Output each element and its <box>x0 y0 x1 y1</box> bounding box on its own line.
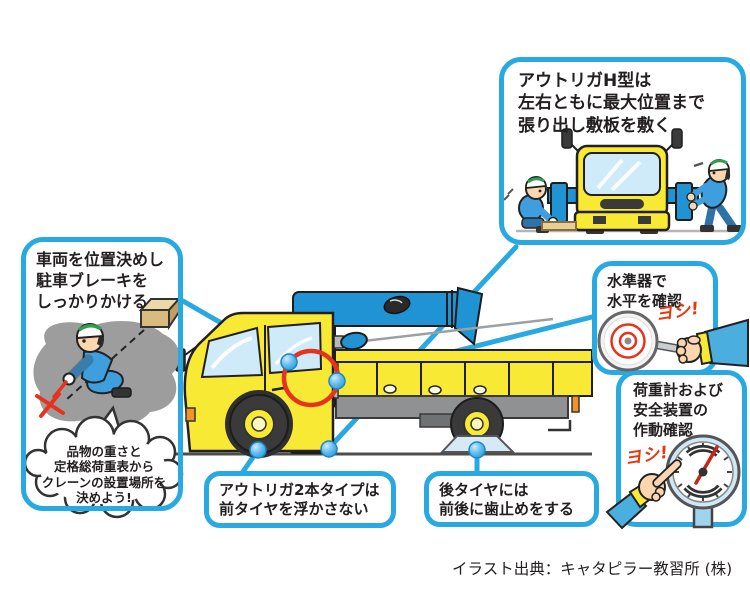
red-highlight-circle <box>281 348 341 408</box>
callout-rear-tire-text: 後タイヤには 前後に歯止めをする <box>439 481 575 519</box>
speech-bubble-text: 品物の重さと 定格総荷重表から クレーンの設置場所を 決めよう! <box>41 444 167 505</box>
callout-load-meter-text: 荷重計および 安全装置の 作動確認 <box>633 381 724 439</box>
truck-illustration <box>175 286 593 458</box>
credit-caption: イラスト出典：キャタピラー教習所 (株) <box>452 560 733 578</box>
connector-dots <box>249 353 486 459</box>
connector-dot <box>249 441 267 459</box>
connector-dot <box>280 353 298 371</box>
callout-level-text: 水準器で 水平を確認 <box>607 272 683 310</box>
callout-rear-tire: 後タイヤには 前後に歯止めをする <box>424 471 599 527</box>
callout-front-tire: アウトリガ2本タイプは 前タイヤを浮かさない <box>204 471 396 528</box>
connector-dot <box>320 440 338 458</box>
connector-dot <box>468 441 486 459</box>
callout-positioning-text: 車両を位置決めし 駐車ブレーキを しっかりかける <box>36 250 165 312</box>
connector-lines <box>180 244 595 476</box>
crane-illustration <box>290 286 554 454</box>
callout-outrigger-h: アウトリガH型は 左右ともに最大位置まで 張り出し敷板を敷く <box>499 57 746 245</box>
callout-load-meter: 荷重計および 安全装置の 作動確認 <box>616 370 747 527</box>
wheel-chock <box>439 435 516 453</box>
callout-front-tire-text: アウトリガ2本タイプは 前タイヤを浮かさない <box>219 481 380 519</box>
callout-outrigger-h-text: アウトリガH型は 左右ともに最大位置まで 張り出し敷板を敷く <box>518 71 705 136</box>
connector-dot <box>328 372 346 390</box>
